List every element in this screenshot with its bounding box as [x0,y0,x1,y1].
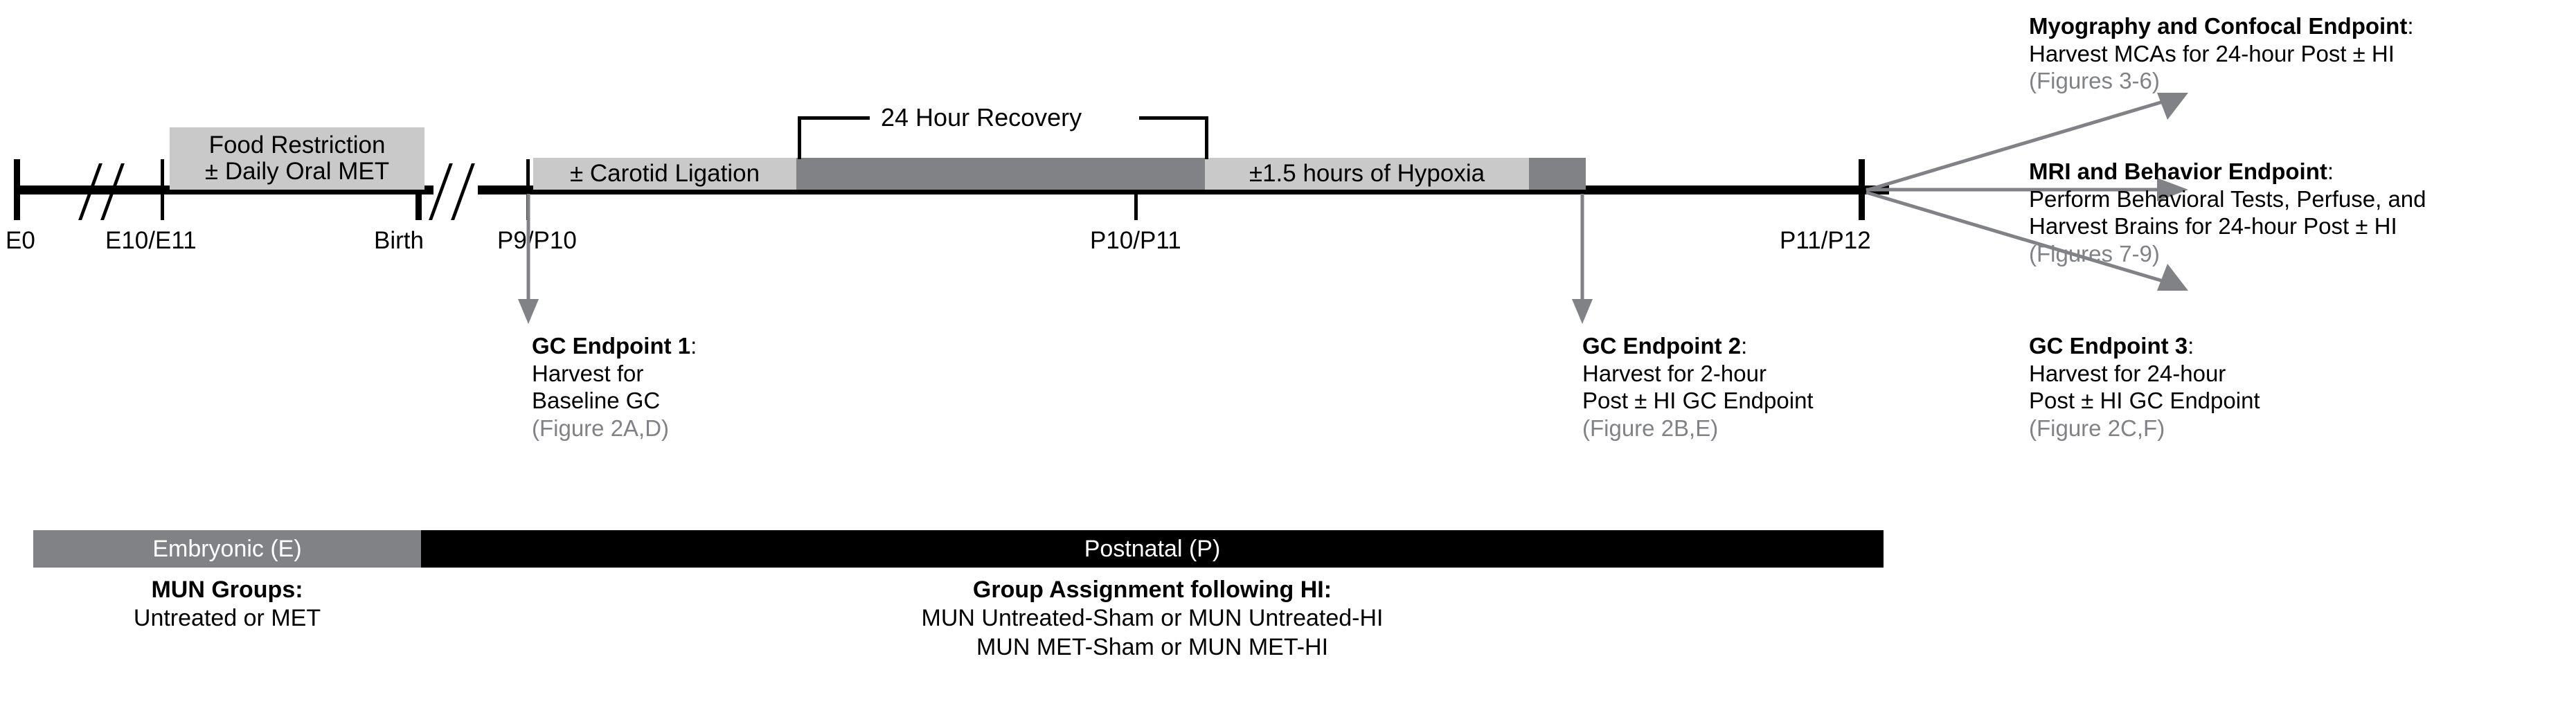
callout-gc-endpoint-1-figure-ref: (Figure 2A,D) [532,415,670,441]
recovery-bracket-left-horizontal [798,116,870,120]
axis-label-p11-p12: P11/P12 [1780,227,1871,254]
tick-e0 [14,159,20,220]
callout-gc-endpoint-3-figure-ref: (Figure 2C,F) [2029,415,2165,441]
tick-birth [415,159,422,220]
callout-gc-endpoint-2-line1: Harvest for 2-hour [1582,360,1766,386]
phase-bar-postnatal-label: Postnatal (P) [1084,535,1221,562]
arrow-down-gc-endpoint-1 [518,194,539,324]
mun-groups-line1: Untreated or MET [133,605,321,632]
callout-myography-title: Myography and Confocal Endpoint [2029,13,2408,39]
band-food-restriction-label: Food Restriction ± Daily Oral MET [204,132,390,185]
arrow-fan-myography [1866,93,2188,192]
bottom-text-group-assignment: Group Assignment following HI: MUN Untre… [421,576,1884,662]
group-assignment-header: Group Assignment following HI: [972,577,1332,603]
callout-myography-line1: Harvest MCAs for 24-hour Post ± HI [2029,40,2395,66]
callout-mri-behavior-line2: Harvest Brains for 24-hour Post ± HI [2029,213,2397,239]
callout-mri-behavior-figure-ref: (Figures 7-9) [2029,240,2160,266]
callout-gc-endpoint-2-colon: : [1741,333,1748,359]
callout-gc-endpoint-3-line2: Post ± HI GC Endpoint [2029,388,2260,414]
axis-label-e0: E0 [6,227,35,254]
tick-p9-p10 [526,159,530,220]
tick-e10-e11 [161,159,164,220]
band-hypoxia-label: ±1.5 hours of Hypoxia [1249,160,1485,188]
band-carotid-ligation: ± Carotid Ligation [533,158,796,190]
arrow-fan-mri-behavior [1866,178,2188,201]
callout-gc-endpoint-3-title: GC Endpoint 3 [2029,333,2188,359]
mun-groups-header: MUN Groups: [151,577,303,603]
callout-gc-endpoint-3-line1: Harvest for 24-hour [2029,360,2226,386]
axis-break-slash [451,163,475,220]
arrow-down-gc-endpoint-2 [1572,194,1593,324]
band-hypoxia: ±1.5 hours of Hypoxia [1205,158,1529,190]
group-assignment-line1: MUN Untreated-Sham or MUN Untreated-HI [921,605,1384,632]
callout-gc-endpoint-2-figure-ref: (Figure 2B,E) [1582,415,1719,441]
recovery-bracket-label: 24 Hour Recovery [881,103,1082,132]
axis-label-e10-e11: E10/E11 [105,227,197,254]
callout-gc-endpoint-1: GC Endpoint 1: Harvest for Baseline GC (… [532,332,697,442]
callout-gc-endpoint-1-colon: : [690,333,697,359]
callout-mri-behavior-title: MRI and Behavior Endpoint [2029,159,2327,184]
callout-gc-endpoint-3-colon: : [2188,333,2194,359]
callout-myography-figure-ref: (Figures 3-6) [2029,68,2160,94]
callout-gc-endpoint-1-title: GC Endpoint 1 [532,333,691,359]
callout-gc-endpoint-2-line2: Post ± HI GC Endpoint [1582,388,1814,414]
callout-myography-colon: : [2407,13,2414,39]
callout-mri-behavior: MRI and Behavior Endpoint: Perform Behav… [2029,158,2426,267]
axis-label-p9-p10: P9/P10 [497,227,577,254]
callout-mri-behavior-line1: Perform Behavioral Tests, Perfuse, and [2029,185,2426,212]
band-carotid-ligation-label: ± Carotid Ligation [569,160,760,188]
callout-mri-behavior-colon: : [2327,159,2334,184]
phase-bar-embryonic: Embryonic (E) [33,530,421,568]
callout-gc-endpoint-2: GC Endpoint 2: Harvest for 2-hour Post ±… [1582,332,1814,442]
callout-gc-endpoint-1-line2: Baseline GC [532,388,661,414]
callout-gc-endpoint-2-title: GC Endpoint 2 [1582,333,1742,359]
bottom-text-mun-groups: MUN Groups: Untreated or MET [33,576,421,633]
callout-myography-confocal: Myography and Confocal Endpoint: Harvest… [2029,12,2414,95]
callout-gc-endpoint-1-line1: Harvest for [532,360,644,386]
axis-label-p10-p11: P10/P11 [1090,227,1181,254]
group-assignment-line2: MUN MET-Sham or MUN MET-HI [976,633,1329,660]
recovery-bracket-right-vertical [1205,116,1208,159]
phase-bar-postnatal: Postnatal (P) [421,530,1884,568]
callout-gc-endpoint-3: GC Endpoint 3: Harvest for 24-hour Post … [2029,332,2260,442]
tick-p11-p12 [1859,159,1865,220]
recovery-bracket-left-vertical [798,116,801,159]
arrow-fan-gc-endpoint-3 [1866,190,2188,291]
band-food-restriction: Food Restriction ± Daily Oral MET [170,127,424,190]
tick-p10-p11 [1134,159,1138,220]
recovery-bracket-right-horizontal [1139,116,1208,120]
axis-label-birth: Birth [374,227,424,254]
phase-bar-embryonic-label: Embryonic (E) [152,535,302,562]
